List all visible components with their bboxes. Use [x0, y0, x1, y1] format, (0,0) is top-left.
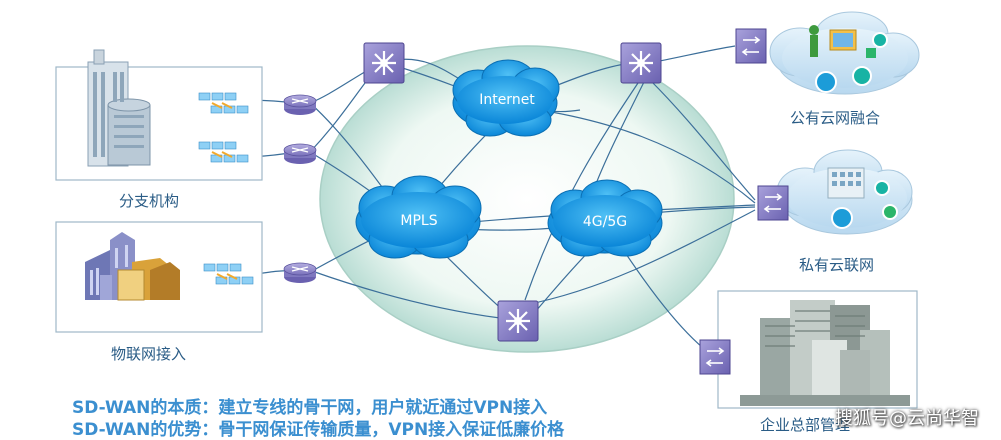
cloud-label-mpls: MPLS	[400, 213, 437, 229]
private-cloud-label: 私有云联网	[799, 256, 875, 274]
router-icon-3	[283, 262, 317, 284]
branch-label: 分支机构	[119, 192, 180, 210]
backbone-oval	[319, 45, 735, 353]
switch-icon-top-left	[362, 41, 406, 85]
public-cloud-node	[769, 11, 920, 95]
switch-icon-bottom	[496, 299, 540, 343]
public-cloud-icon	[809, 25, 888, 93]
switch-icon-top-right	[619, 41, 663, 85]
caption-essence: SD-WAN的本质：建立专线的骨干网，用户就近通过VPN接入	[72, 398, 548, 418]
caption-advantage: SD-WAN的优势：骨干网保证传输质量，VPN接入保证低廉价格	[72, 420, 565, 440]
server-icon-iot	[203, 263, 254, 285]
router-icon-2	[283, 143, 317, 165]
headquarters-node	[717, 290, 918, 409]
cpe-icon-private	[757, 185, 789, 221]
iot-label: 物联网接入	[111, 345, 187, 363]
server-icon	[198, 92, 249, 163]
mpls-cloud: MPLS	[355, 175, 482, 259]
buildings-icon	[85, 232, 180, 301]
private-cloud-icon	[827, 167, 898, 229]
public-cloud-label: 公有云网融合	[790, 109, 881, 127]
cpe-icon-headquarters	[699, 339, 731, 375]
private-cloud-node	[776, 149, 913, 235]
iot-node	[55, 221, 263, 333]
office-building-icon	[87, 49, 151, 167]
headquarters-label: 企业总部管理	[760, 416, 851, 434]
cloud-label-internet: Internet	[479, 92, 535, 108]
mobile-cloud: 4G/5G	[547, 179, 663, 257]
cpe-icon-public	[735, 28, 767, 64]
router-icon-1	[283, 94, 317, 116]
branch-node	[55, 49, 263, 181]
cloud-label-mobile: 4G/5G	[583, 214, 627, 230]
watermark: 搜狐号@云尚华智	[835, 408, 979, 429]
skyscrapers-icon	[740, 300, 910, 406]
internet-cloud: Internet	[452, 59, 560, 137]
